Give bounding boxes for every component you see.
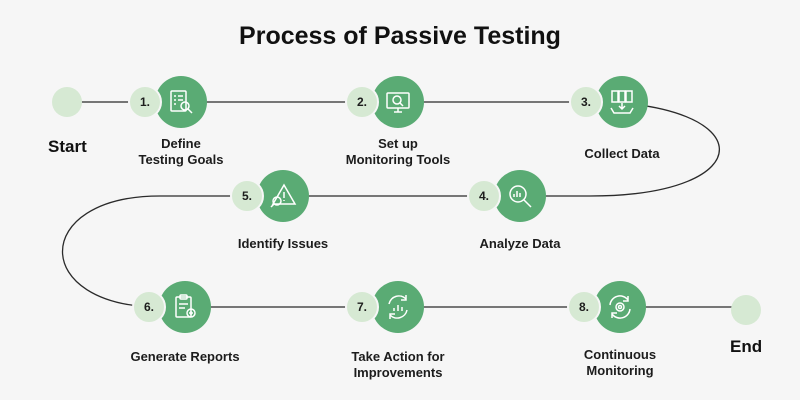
connector-line xyxy=(61,101,746,308)
step-number: 8. xyxy=(567,290,601,324)
step-analyze-data: 4. Analyze Data xyxy=(467,170,560,251)
chart-magnifier-icon xyxy=(494,170,546,222)
step-number: 6. xyxy=(132,290,166,324)
step-label: Continuous Monitoring xyxy=(583,347,657,378)
step-number: 3. xyxy=(569,85,603,119)
step-take-action: 7. Take Action for Improvements xyxy=(345,281,445,380)
refresh-gear-icon xyxy=(594,281,646,333)
step-generate-reports: 6. Generate Reports xyxy=(130,281,240,364)
step-continuous-monitoring: 8. Continuous Monitoring xyxy=(567,281,656,378)
step-define-testing-goals: 1. Define Testing Goals xyxy=(128,76,224,167)
step-label: Define Testing Goals xyxy=(138,136,224,167)
end-label: End xyxy=(730,337,763,356)
step-identify-issues: 5. Identify Issues xyxy=(230,170,328,251)
step-label: Take Action for Improvements xyxy=(351,349,445,380)
step-number: 5. xyxy=(230,179,264,213)
clipboard-add-icon xyxy=(159,281,211,333)
end-node xyxy=(731,295,761,325)
step-number: 7. xyxy=(345,290,379,324)
step-number: 4. xyxy=(467,179,501,213)
step-label: Generate Reports xyxy=(130,349,240,364)
start-node xyxy=(52,87,82,117)
cycle-chart-icon xyxy=(372,281,424,333)
data-files-tray-icon xyxy=(596,76,648,128)
step-label: Collect Data xyxy=(584,146,660,161)
step-label: Analyze Data xyxy=(479,236,561,251)
step-label: Set up Monitoring Tools xyxy=(345,136,451,167)
step-number: 2. xyxy=(345,85,379,119)
diagram-title: Process of Passive Testing xyxy=(239,22,561,50)
step-collect-data: 3. Collect Data xyxy=(569,76,660,161)
monitor-magnifier-icon xyxy=(372,76,424,128)
step-number: 1. xyxy=(128,85,162,119)
checklist-magnifier-icon xyxy=(155,76,207,128)
warning-magnifier-icon xyxy=(257,170,309,222)
step-set-up-monitoring-tools: 2. Set up Monitoring Tools xyxy=(345,76,450,167)
start-label: Start xyxy=(48,137,87,156)
step-label: Identify Issues xyxy=(237,236,329,251)
